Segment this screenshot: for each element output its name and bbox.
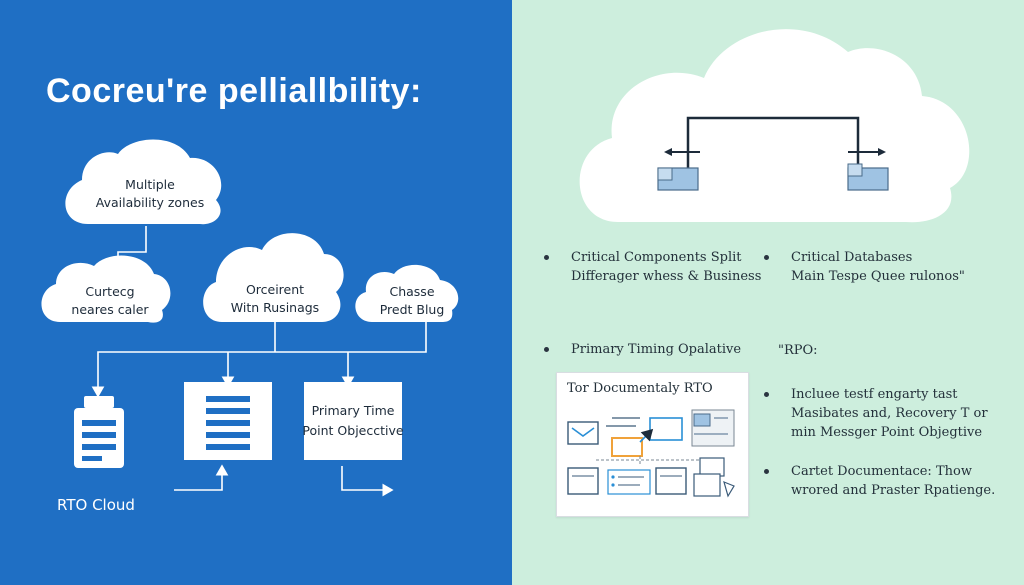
cloud-curtecg-line1: Curtecg <box>85 284 135 299</box>
primary-time-line2: Point Objecctive <box>302 423 404 438</box>
primary-time-box <box>304 382 402 460</box>
bullet-dot <box>764 392 769 397</box>
page-title: Cocreu're pelliallbility: <box>46 72 422 110</box>
bullet-documentation: Cartet Documentace: Thow wrored and Pras… <box>791 462 995 500</box>
bullet-text: Incluee testf engarty tast <box>791 387 958 402</box>
cloud-curtecg-shape <box>41 255 171 323</box>
list-document-icon <box>184 382 272 460</box>
bullet-text: wrored and Praster Rpatienge. <box>791 483 996 498</box>
doc-card-title: Tor Documentaly RTO <box>567 381 713 396</box>
bullet-text: min Messger Point Objegtive <box>791 425 983 440</box>
primary-time-label: Primary Time Point Objecctive <box>300 401 406 441</box>
cloud-curtecg-label: Curtecg neares caler <box>50 283 170 319</box>
bullet-text: Differager whess & Business <box>571 269 762 284</box>
bullet-dot <box>764 469 769 474</box>
bullet-critical-components: Critical Components Split Differager whe… <box>571 248 761 286</box>
cloud-chasse-line2: Predt Blug <box>379 302 445 317</box>
rto-cloud-label: RTO Cloud <box>57 496 135 514</box>
bullet-primary-timing: Primary Timing Opalative <box>571 340 741 359</box>
bullet-text: Main Tespe Quee rulonos" <box>791 269 965 284</box>
bullet-critical-databases: Critical Databases Main Tespe Quee rulon… <box>791 248 965 286</box>
bullet-text: Critical Components Split <box>571 250 742 265</box>
bullet-dot <box>544 347 549 352</box>
bullet-dot <box>544 255 549 260</box>
cloud-multiple-line1: Multiple <box>125 177 175 192</box>
cloud-chasse-label: Chasse Predt Blug <box>362 283 462 319</box>
cloud-orceirent-label: Orceirent Witn Rusinags <box>210 281 340 317</box>
doc-card-mini-diagram <box>567 409 735 498</box>
bullet-text: Cartet Documentace: Thow <box>791 464 972 479</box>
primary-time-line1: Primary Time <box>311 403 395 418</box>
bullet-dot <box>764 255 769 260</box>
cloud-multiple-shape <box>65 139 222 225</box>
cloud-network-diagram <box>657 116 889 191</box>
bullet-include-tests: Incluee testf engarty tast Masibates and… <box>791 385 988 442</box>
cloud-curtecg-line2: neares caler <box>71 302 149 317</box>
bullet-text: Primary Timing Opalative <box>571 342 742 357</box>
database-icon <box>74 396 124 468</box>
cloud-multiple-line2: Availability zones <box>95 195 205 210</box>
bullet-text: Masibates and, Recovery T or <box>791 406 988 421</box>
cloud-multiple-label: Multiple Availability zones <box>80 176 220 212</box>
cloud-orceirent-line1: Orceirent <box>245 282 305 297</box>
cloud-orceirent-line2: Witn Rusinags <box>230 300 320 315</box>
bullet-text: Critical Databases <box>791 250 913 265</box>
cloud-chasse-line1: Chasse <box>389 284 435 299</box>
cloud-orceirent-shape <box>203 233 344 322</box>
rpo-label: "RPO: <box>778 343 818 358</box>
cloud-chasse-shape <box>355 264 459 322</box>
